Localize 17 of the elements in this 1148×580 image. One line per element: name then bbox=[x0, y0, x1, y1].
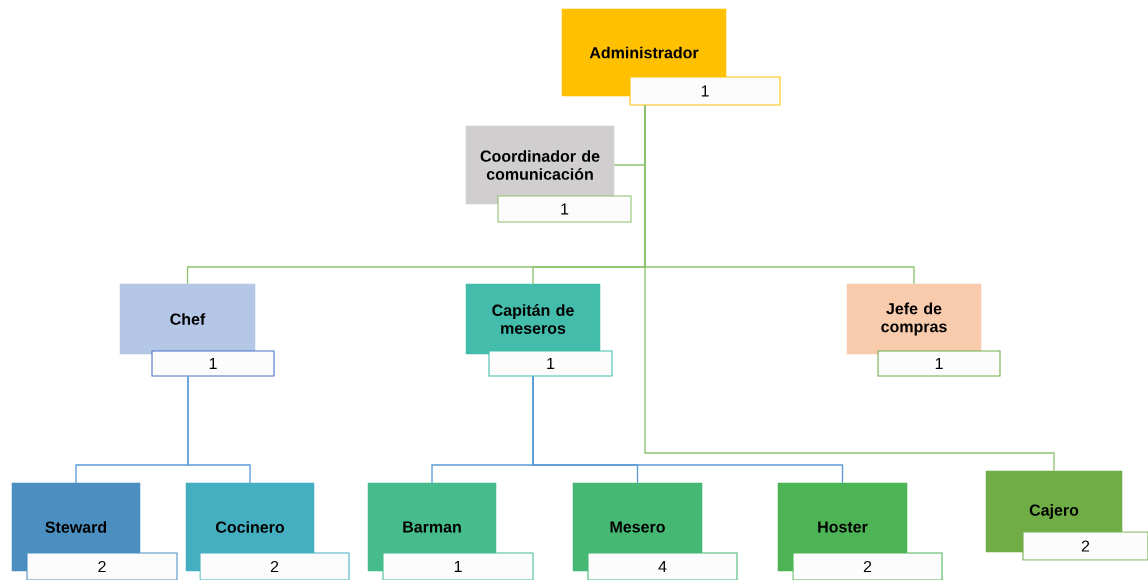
position-box: Chef bbox=[119, 283, 256, 355]
position-box: Jefe de compras bbox=[846, 283, 982, 355]
connector-line bbox=[644, 104, 1055, 472]
count-box: 4 bbox=[587, 552, 738, 580]
count-box: 1 bbox=[877, 350, 1001, 377]
count-box: 1 bbox=[151, 350, 275, 377]
count-box: 1 bbox=[488, 350, 613, 377]
count-box: 2 bbox=[26, 552, 178, 580]
count-box: 1 bbox=[629, 76, 781, 106]
connector-line bbox=[532, 375, 844, 484]
position-box: Capitán de meseros bbox=[465, 283, 601, 355]
connector-line bbox=[187, 375, 251, 484]
count-box: 1 bbox=[497, 195, 632, 223]
count-box: 2 bbox=[792, 552, 943, 580]
count-box: 1 bbox=[382, 552, 534, 580]
count-box: 2 bbox=[199, 552, 350, 580]
count-box: 2 bbox=[1022, 531, 1148, 561]
